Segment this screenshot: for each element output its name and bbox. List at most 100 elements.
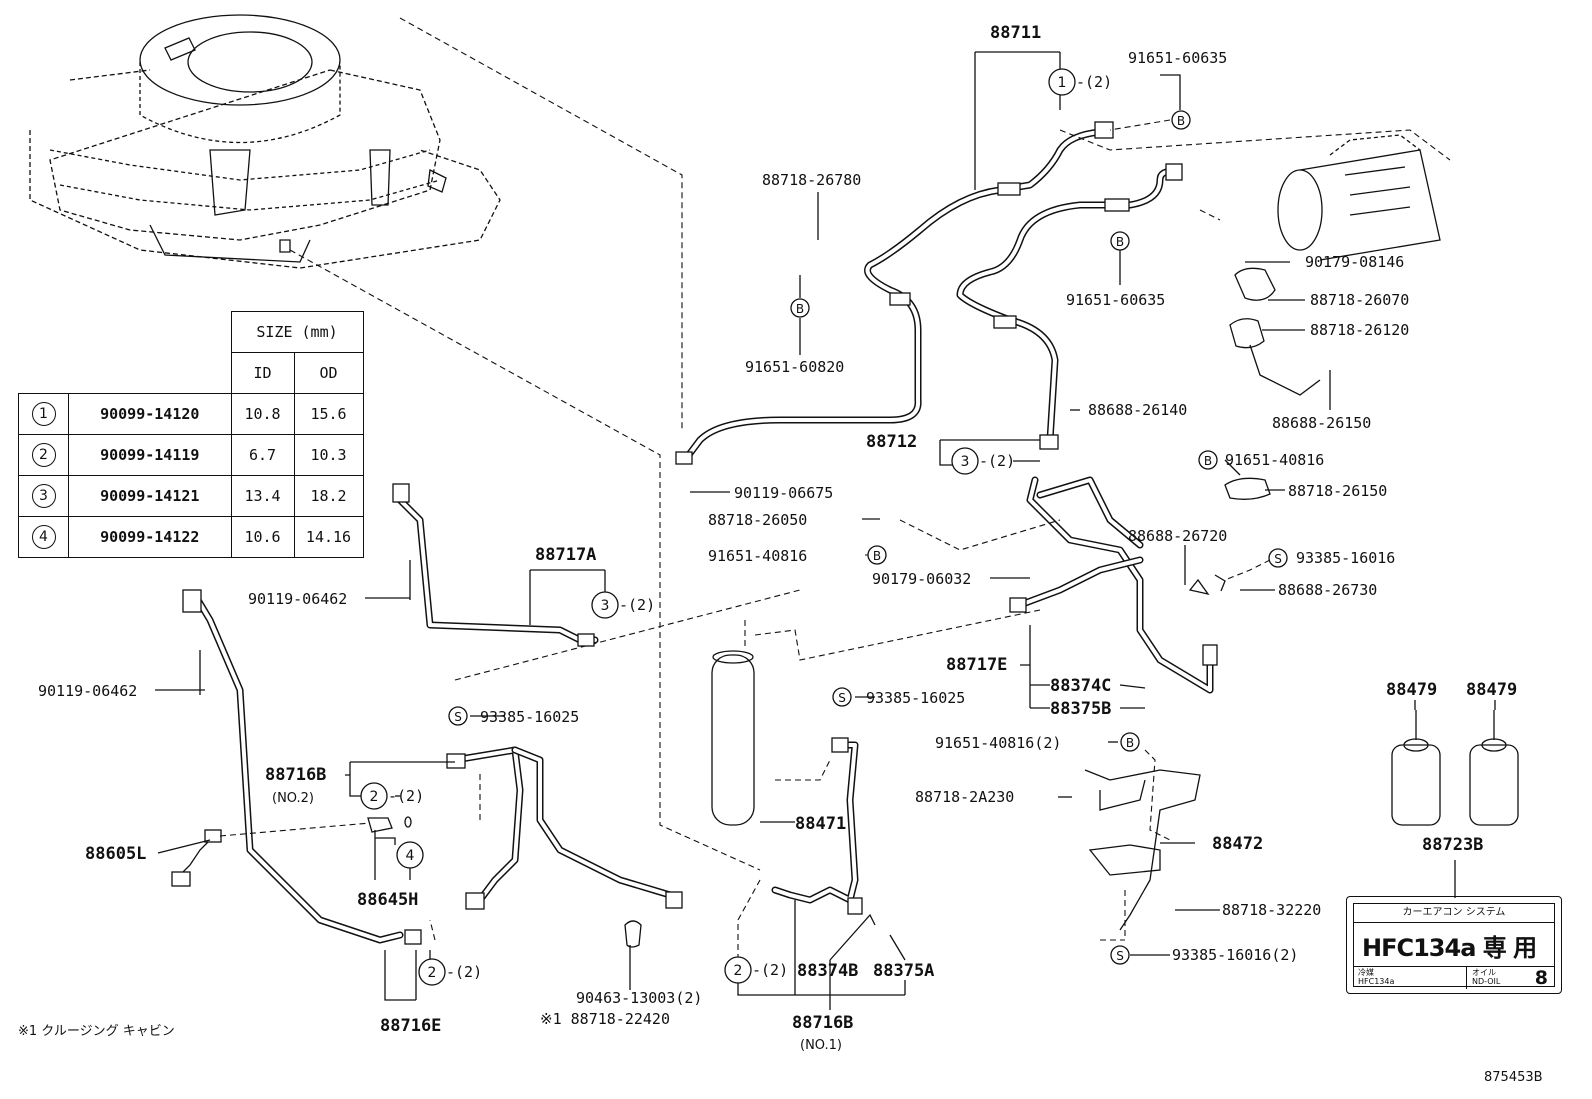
symbol-b: B [1198,450,1218,470]
switch-88645h [367,816,412,833]
svg-text:3: 3 [961,454,970,470]
part-88718-26070: 88718-26070 [1310,291,1409,309]
ref-circle-3-b: 3 [591,591,619,619]
part-90119-06675: 90119-06675 [734,484,833,502]
part-93385-16025-a: 93385-16025 [480,708,579,726]
refrigerant-caption: 冷媒 [1358,968,1374,977]
symbol-b: B [1120,732,1140,752]
part-88688-26720: 88688-26720 [1128,527,1227,545]
tube-88716b-no2 [446,746,683,910]
engine-assembly-illustration [29,14,501,269]
part-88716e: 88716E [380,1016,441,1036]
brackets-right [1084,267,1321,941]
part-91651-40816-b: 91651-40816 [1225,451,1324,469]
tube-88717a [392,483,599,647]
label-no2: (NO.2) [272,791,314,806]
table-row: 4 90099-14122 10.6 14.16 [18,516,364,558]
symbol-s: S [1110,945,1130,965]
oil-value: ND-OIL [1472,977,1501,986]
oil-bottle-left [1391,710,1441,826]
part-90463-13003: 90463-13003(2) [576,989,702,1007]
cell-od: 18.2 [293,475,364,517]
o-ring-size-table: SIZE (mm) ID OD 1 90099-14120 10.8 15.6 … [18,311,364,558]
part-90179-08146: 90179-08146 [1305,253,1404,271]
part-88718-26050: 88718-26050 [708,511,807,529]
symbol-s: S [1268,548,1288,568]
part-88479-left: 88479 [1386,680,1437,700]
oil-bottle-right [1469,710,1519,826]
table-header-id: ID [230,352,295,394]
svg-text:S: S [1274,552,1282,566]
symbol-s: S [448,706,468,726]
part-88716b-no1: 88716B [792,1013,853,1033]
part-88375a: 88375A [873,961,934,981]
ref-number: 1 [31,402,56,426]
part-88717a: 88717A [535,545,596,565]
ref-number: 3 [31,484,56,508]
cell-part: 90099-14121 [68,475,232,517]
cell-id: 10.8 [230,393,295,435]
footnote-cruising-cabin: ※1 クルージング キャビン [18,1024,175,1039]
part-88718-32220: 88718-32220 [1222,901,1321,919]
cell-od: 15.6 [293,393,364,435]
ref-circle-2-a: 2 [360,782,388,810]
part-88712: 88712 [866,432,917,452]
part-91651-60635-top: 91651-60635 [1128,49,1227,67]
part-88688-26150: 88688-26150 [1272,414,1371,432]
oil-caption: オイル [1472,968,1496,977]
part-91651-40816-a: 91651-40816 [708,547,807,565]
ref-circle-2-b: 2 [418,958,446,986]
svg-text:1: 1 [1058,75,1067,91]
svg-text:S: S [1116,949,1124,963]
part-91651-60820: 91651-60820 [745,358,844,376]
receiver-dryer-88471 [454,589,1041,826]
sensor-88605l [171,822,371,887]
table-header-size: SIZE (mm) [230,311,364,353]
part-88479-right: 88479 [1466,680,1517,700]
svg-text:B: B [796,302,804,316]
part-88718-26150: 88718-26150 [1288,482,1387,500]
compressor-illustration [1059,129,1451,261]
svg-text:B: B [1116,235,1124,249]
cell-part: 90099-14122 [68,516,232,558]
label-card-header: カーエアコン システム [1354,904,1554,923]
qty-label: -(2) [388,787,424,805]
ref-circle-3-a: 3 [951,447,979,475]
part-88605l: 88605L [85,844,146,864]
symbol-b: B [867,545,887,565]
hose-88712 [956,163,1183,450]
svg-text:4: 4 [406,848,415,864]
table-row: 2 90099-14119 6.7 10.3 [18,434,364,476]
part-88645h: 88645H [357,890,418,910]
symbol-b: B [1171,110,1191,130]
cell-part: 90099-14120 [68,393,232,435]
part-91651-40816-2: 91651-40816(2) [935,734,1061,752]
part-88688-26730: 88688-26730 [1278,581,1377,599]
table-header-od: OD [293,352,364,394]
part-88718-22420: ※1 88718-22420 [540,1010,670,1028]
ref-number: 2 [31,443,56,467]
refrigerant-value: HFC134a [1358,977,1395,986]
qty-label: -(2) [1076,73,1112,91]
tube-88716e [182,589,422,945]
cell-id: 6.7 [230,434,295,476]
part-88716b-no2: 88716B [265,765,326,785]
part-93385-16016: 93385-16016 [1296,549,1395,567]
part-88374c: 88374C [1050,676,1111,696]
part-88471: 88471 [795,814,846,834]
cell-part: 90099-14119 [68,434,232,476]
part-88718-26120: 88718-26120 [1310,321,1409,339]
svg-text:B: B [1126,736,1134,750]
part-88374b: 88374B [797,961,858,981]
symbol-s: S [832,687,852,707]
qty-label: -(2) [752,961,788,979]
label-no1: (NO.1) [800,1038,842,1053]
tube-88717e [1009,476,1218,694]
oil-number: 8 [1534,967,1548,989]
part-93385-16016-2: 93385-16016(2) [1172,946,1298,964]
figure-number: 875453B [1484,1070,1543,1085]
part-88718-26780: 88718-26780 [762,171,861,189]
hose-88711 [675,121,1114,465]
